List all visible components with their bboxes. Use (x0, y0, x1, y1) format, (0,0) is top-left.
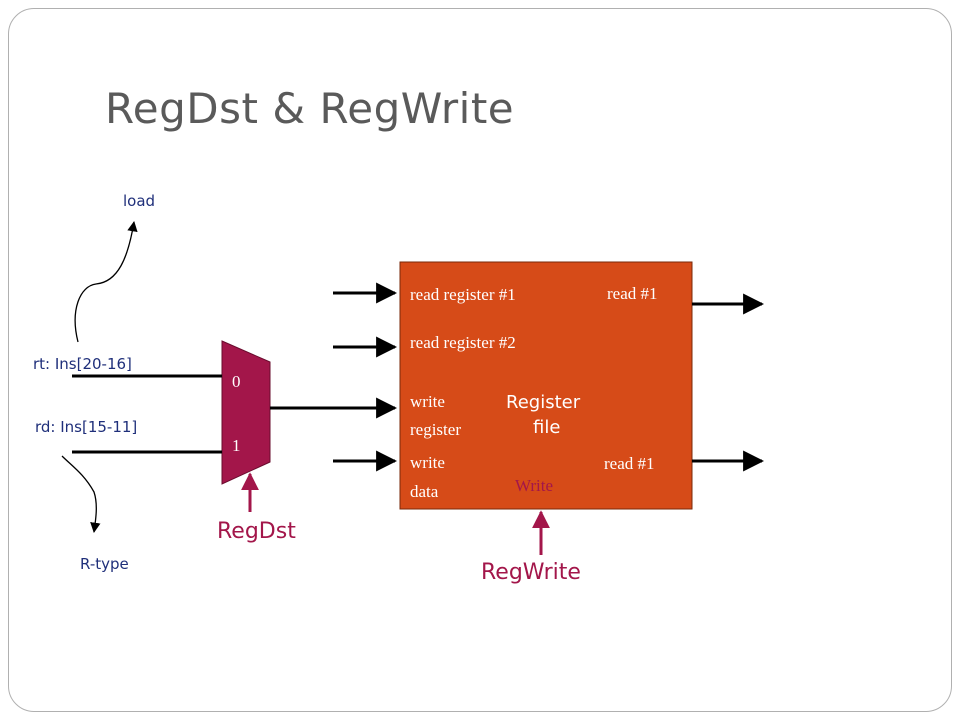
slide-title: RegDst & RegWrite (105, 84, 515, 133)
mux-input-1: 1 (232, 436, 241, 455)
read-register-1-label: read register #1 (410, 285, 516, 304)
register-file-name-line2: file (533, 417, 561, 438)
regwrite-label: RegWrite (481, 560, 581, 585)
read-output-2-label: read #1 (604, 454, 655, 473)
mux-input-0: 0 (232, 372, 241, 391)
rtype-curve-arrow (61, 455, 101, 534)
rt-label: rt: Ins[20-16] (33, 355, 132, 373)
regdst-mux (221, 340, 271, 485)
write-data-label-line2: data (410, 482, 439, 501)
write-register-label-line1: write (410, 392, 445, 411)
read-register-2-label: read register #2 (410, 333, 516, 352)
rtype-label: R-type (80, 555, 129, 573)
rd-label: rd: Ins[15-11] (35, 418, 138, 436)
register-file-block (399, 261, 693, 510)
load-label: load (123, 192, 156, 210)
register-file-name-line1: Register (506, 392, 581, 413)
read-output-1-label: read #1 (607, 284, 658, 303)
load-curve-arrow (74, 220, 138, 343)
write-data-label-line1: write (410, 453, 445, 472)
regdst-label: RegDst (217, 519, 296, 544)
write-control-label: Write (515, 476, 554, 495)
write-register-label-line2: register (410, 420, 461, 439)
